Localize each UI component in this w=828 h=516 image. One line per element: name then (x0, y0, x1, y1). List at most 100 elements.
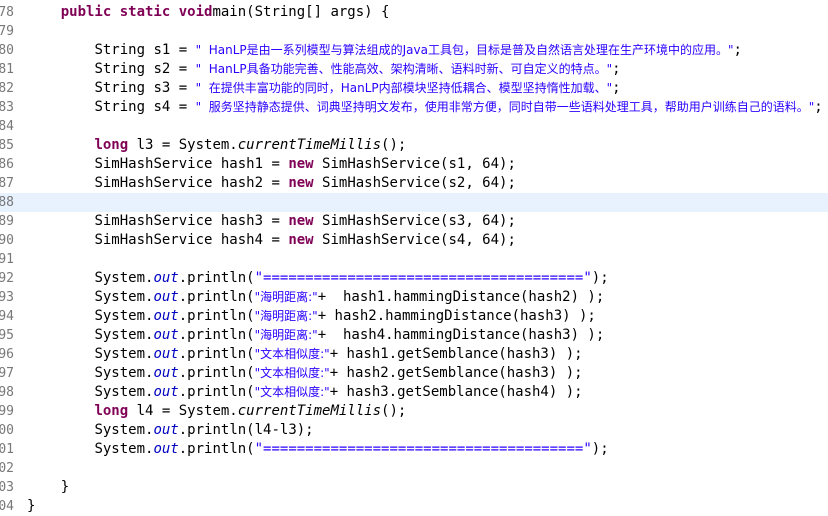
code-token: SimHashService(s1, 64); (313, 156, 516, 172)
string-literal: " 服务坚持静态提供、词典坚持明文发布，使用非常方便，同时自带一些语料处理工具，… (195, 100, 815, 114)
code-text[interactable]: System.out.println(l4-l3); (27, 421, 314, 440)
code-text[interactable]: System.out.println("文本相似度:"+ hash1.getSe… (27, 345, 582, 364)
code-line[interactable]: 99 long l4 = System.currentTimeMillis(); (0, 402, 828, 421)
line-number: 95 (0, 328, 14, 343)
code-token: ; (612, 61, 621, 77)
code-line[interactable]: 85 long l3 = System.currentTimeMillis(); (0, 136, 828, 155)
string-literal: " HanLP具备功能完善、性能高效、架构清晰、语料时新、可自定义的特点。" (195, 62, 613, 76)
line-number: 99 (0, 404, 14, 419)
line-number: 80 (0, 43, 14, 58)
code-text[interactable]: public static voidmain(String[] args) { (27, 3, 390, 22)
keyword-token: new (288, 232, 314, 248)
code-text[interactable]: System.out.println("文本相似度:"+ hash3.getSe… (27, 383, 582, 402)
code-text[interactable]: System.out.println("海明距离:"+ hash2.hammin… (27, 307, 595, 326)
code-text[interactable]: System.out.println("海明距离:"+ hash4.hammin… (27, 326, 604, 345)
code-text[interactable]: String s1 = " HanLP是由一系列模型与算法组成的Java工具包，… (27, 41, 742, 60)
code-token: String s4 = (94, 99, 196, 115)
line-number: 78 (0, 5, 14, 20)
line-number: 83 (0, 100, 14, 115)
code-token: (); (381, 403, 407, 419)
current-code-line[interactable]: 88 (0, 193, 828, 212)
code-line[interactable]: 90 SimHashService hash4 = new SimHashSer… (0, 231, 828, 250)
code-line[interactable]: 81 String s2 = " HanLP具备功能完善、性能高效、架构清晰、语… (0, 60, 828, 79)
code-text[interactable]: long l3 = System.currentTimeMillis(); (27, 136, 406, 155)
code-line[interactable]: 86 SimHashService hash1 = new SimHashSer… (0, 155, 828, 174)
indent (27, 156, 94, 172)
code-token: + hash2.getSemblance(hash3) ); (329, 365, 583, 381)
code-text[interactable]: SimHashService hash3 = new SimHashServic… (27, 212, 515, 231)
code-line[interactable]: 91 (0, 250, 828, 269)
code-line[interactable]: 93 System.out.println("海明距离:"+ hash1.ham… (0, 288, 828, 307)
code-token: SimHashService(s2, 64); (313, 175, 516, 191)
keyword-token: new (288, 156, 314, 172)
code-token: .println( (178, 346, 255, 362)
code-line[interactable]: 104} (0, 497, 828, 516)
code-line[interactable]: 97 System.out.println("文本相似度:"+ hash2.ge… (0, 364, 828, 383)
code-text[interactable]: } (27, 497, 35, 516)
keyword-token: public static void (60, 4, 213, 20)
code-line[interactable]: 102 (0, 459, 828, 478)
line-number: 89 (0, 214, 14, 229)
code-text[interactable]: System.out.println("====================… (27, 269, 608, 288)
code-line[interactable]: 89 SimHashService hash3 = new SimHashSer… (0, 212, 828, 231)
static-method-token: currentTimeMillis (237, 137, 382, 153)
indent (27, 308, 94, 324)
code-line[interactable]: 78 public static voidmain(String[] args)… (0, 3, 828, 22)
static-field-token: out (153, 346, 179, 362)
keyword-token: long (94, 137, 129, 153)
indent (27, 42, 94, 58)
code-line[interactable]: 100 System.out.println(l4-l3); (0, 421, 828, 440)
code-line[interactable]: 79 (0, 22, 828, 41)
code-line[interactable]: 96 System.out.println("文本相似度:"+ hash1.ge… (0, 345, 828, 364)
code-text[interactable]: SimHashService hash4 = new SimHashServic… (27, 231, 515, 250)
string-literal: "海明距离:" (254, 309, 318, 323)
static-field-token: out (153, 365, 179, 381)
code-text[interactable]: System.out.println("====================… (27, 440, 609, 459)
code-token: ; (814, 99, 823, 115)
code-token: .println(l4-l3); (178, 422, 314, 438)
static-field-token: out (153, 289, 179, 305)
code-line[interactable]: 94 System.out.println("海明距离:"+ hash2.ham… (0, 307, 828, 326)
indent (27, 232, 94, 248)
code-token: .println( (178, 365, 255, 381)
static-field-token: out (153, 308, 179, 324)
code-line[interactable]: 101 System.out.println("================… (0, 440, 828, 459)
code-text[interactable]: } (27, 478, 69, 497)
static-field-token: out (153, 422, 179, 438)
code-line[interactable]: 95 System.out.println("海明距离:"+ hash4.ham… (0, 326, 828, 345)
code-line[interactable]: 98 System.out.println("文本相似度:"+ hash3.ge… (0, 383, 828, 402)
line-number: 104 (0, 499, 14, 514)
code-line[interactable]: 83 String s4 = " 服务坚持静态提供、词典坚持明文发布，使用非常方… (0, 98, 828, 117)
code-token: main(String[] args) { (212, 4, 390, 20)
code-token: .println( (178, 308, 255, 324)
code-text[interactable]: System.out.println("文本相似度:"+ hash2.getSe… (27, 364, 583, 383)
code-token: ); (591, 441, 609, 457)
line-number: 101 (0, 442, 14, 457)
line-number: 82 (0, 81, 14, 96)
code-text[interactable]: String s4 = " 服务坚持静态提供、词典坚持明文发布，使用非常方便，同… (27, 98, 823, 117)
indent (27, 479, 61, 495)
code-line[interactable]: 82 String s3 = " 在提供丰富功能的同时，HanLP内部模块坚持低… (0, 79, 828, 98)
string-literal: " 在提供丰富功能的同时，HanLP内部模块坚持低耦合、模型坚持惰性加载、" (195, 81, 613, 95)
indent (27, 327, 94, 343)
code-text[interactable]: long l4 = System.currentTimeMillis(); (27, 402, 406, 421)
code-line[interactable]: 103 } (0, 478, 828, 497)
static-field-token: out (153, 384, 179, 400)
code-line[interactable]: 84 (0, 117, 828, 136)
code-token: } (27, 498, 36, 514)
string-literal: "======================================" (254, 441, 592, 457)
code-line[interactable]: 87 SimHashService hash2 = new SimHashSer… (0, 174, 828, 193)
code-text[interactable]: SimHashService hash2 = new SimHashServic… (27, 174, 516, 193)
code-text[interactable]: SimHashService hash1 = new SimHashServic… (27, 155, 516, 174)
code-token: System. (94, 308, 154, 324)
code-text[interactable]: String s2 = " HanLP具备功能完善、性能高效、架构清晰、语料时新… (27, 60, 621, 79)
keyword-token: new (288, 175, 314, 191)
code-line[interactable]: 92 System.out.println("=================… (0, 269, 828, 288)
line-number: 98 (0, 385, 14, 400)
code-line[interactable]: 80 String s1 = " HanLP是由一系列模型与算法组成的Java工… (0, 41, 828, 60)
code-text[interactable]: String s3 = " 在提供丰富功能的同时，HanLP内部模块坚持低耦合、… (27, 79, 620, 98)
indent (27, 61, 94, 77)
code-text[interactable]: System.out.println("海明距离:"+ hash1.hammin… (27, 288, 604, 307)
keyword-token: long (94, 403, 129, 419)
